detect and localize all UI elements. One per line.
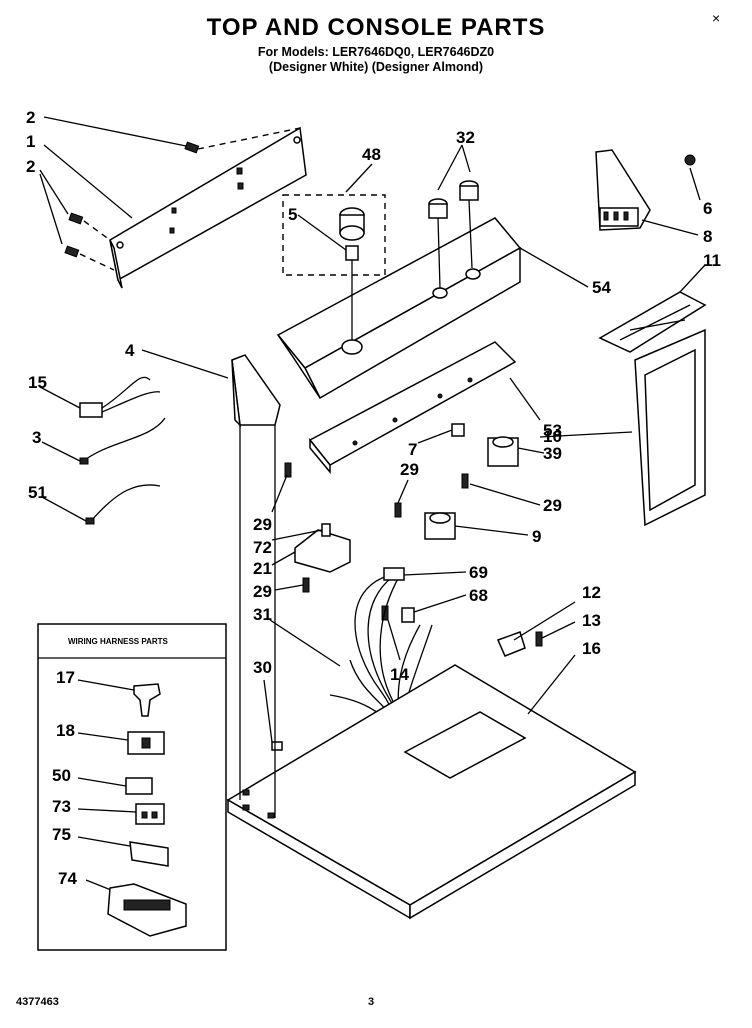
callout-label: 5: [288, 205, 297, 224]
callout-label: 2: [26, 108, 35, 127]
control-switch-part: [424, 512, 456, 540]
timer-knob-part: [339, 207, 365, 261]
callout-label: 68: [469, 586, 488, 605]
callout-label: 48: [362, 145, 381, 164]
callout-label: 11: [703, 251, 721, 270]
callout-label: 73: [52, 797, 71, 816]
callout-label: 4: [125, 341, 135, 360]
callout-label: 75: [52, 825, 71, 844]
callout-label: 15: [28, 373, 47, 392]
callout-label: 6: [703, 199, 712, 218]
callout-label: 1: [26, 132, 35, 151]
callout-label: 29: [253, 515, 272, 534]
close-icon[interactable]: ×: [712, 10, 721, 26]
leader-lines: [39, 116, 706, 743]
dryer-top-part: [226, 664, 637, 920]
rear-bracket-part: [109, 126, 307, 289]
callout-label: 8: [703, 227, 712, 246]
callout-label: 32: [456, 128, 475, 147]
screw-part: [684, 154, 696, 166]
knob-kit-outline: [282, 194, 386, 276]
callout-label: 29: [543, 496, 562, 515]
callout-label: 74: [58, 869, 77, 888]
callout-label: 51: [28, 483, 47, 502]
callout-label: 9: [532, 527, 541, 546]
switch-part: [451, 423, 465, 437]
callout-label: 54: [592, 278, 611, 297]
callout-label: 2: [26, 157, 35, 176]
colors-line: (Designer White) (Designer Almond): [268, 60, 484, 74]
callout-label: 12: [582, 583, 601, 602]
control-knob-part: [428, 180, 479, 219]
callout-label: 53: [543, 421, 562, 440]
callout-label: 30: [253, 658, 272, 677]
callout-label: 31: [253, 605, 272, 624]
console-back-part: [308, 341, 517, 475]
page-number: 3: [368, 996, 375, 1008]
callout-label: 14: [390, 665, 409, 684]
callout-label: 69: [469, 563, 488, 582]
callout-label: 18: [56, 721, 75, 740]
callout-label: 21: [253, 559, 272, 578]
lamp-housing-part: [598, 291, 707, 527]
wiring-harness-inset: WIRING HARNESS PARTS 17 18 50 73 75 74: [37, 623, 227, 951]
callout-label: 29: [400, 460, 419, 479]
document-number: 4377463: [16, 996, 59, 1008]
end-cap-right-part: [595, 149, 651, 231]
callout-label: 50: [52, 766, 71, 785]
end-cap-left-part: [231, 354, 281, 428]
console-panel-part: [276, 217, 522, 400]
screw-part: [64, 141, 200, 258]
timer-part: [294, 523, 351, 573]
callout-label: 17: [56, 668, 75, 687]
clip-part: [271, 741, 283, 751]
callout-label: 72: [253, 538, 272, 557]
callout-label: 7: [408, 440, 417, 459]
control-switch-part: [487, 436, 519, 467]
callout-labels: 2 1 2 48 32 6 5 8 11 54 4 15 3 51 53 7 1…: [26, 108, 721, 684]
page-title: TOP AND CONSOLE PARTS: [206, 14, 546, 41]
models-line: For Models: LER7646DQ0, LER7646DZ0: [257, 45, 495, 59]
callout-label: 3: [32, 428, 41, 447]
callout-label: 29: [253, 582, 272, 601]
wire-harness-part: [79, 376, 166, 525]
inset-title: WIRING HARNESS PARTS: [68, 637, 169, 646]
callout-label: 39: [543, 444, 562, 463]
callout-label: 16: [582, 639, 601, 658]
callout-label: 10: [543, 427, 562, 446]
callout-label: 13: [582, 611, 601, 630]
